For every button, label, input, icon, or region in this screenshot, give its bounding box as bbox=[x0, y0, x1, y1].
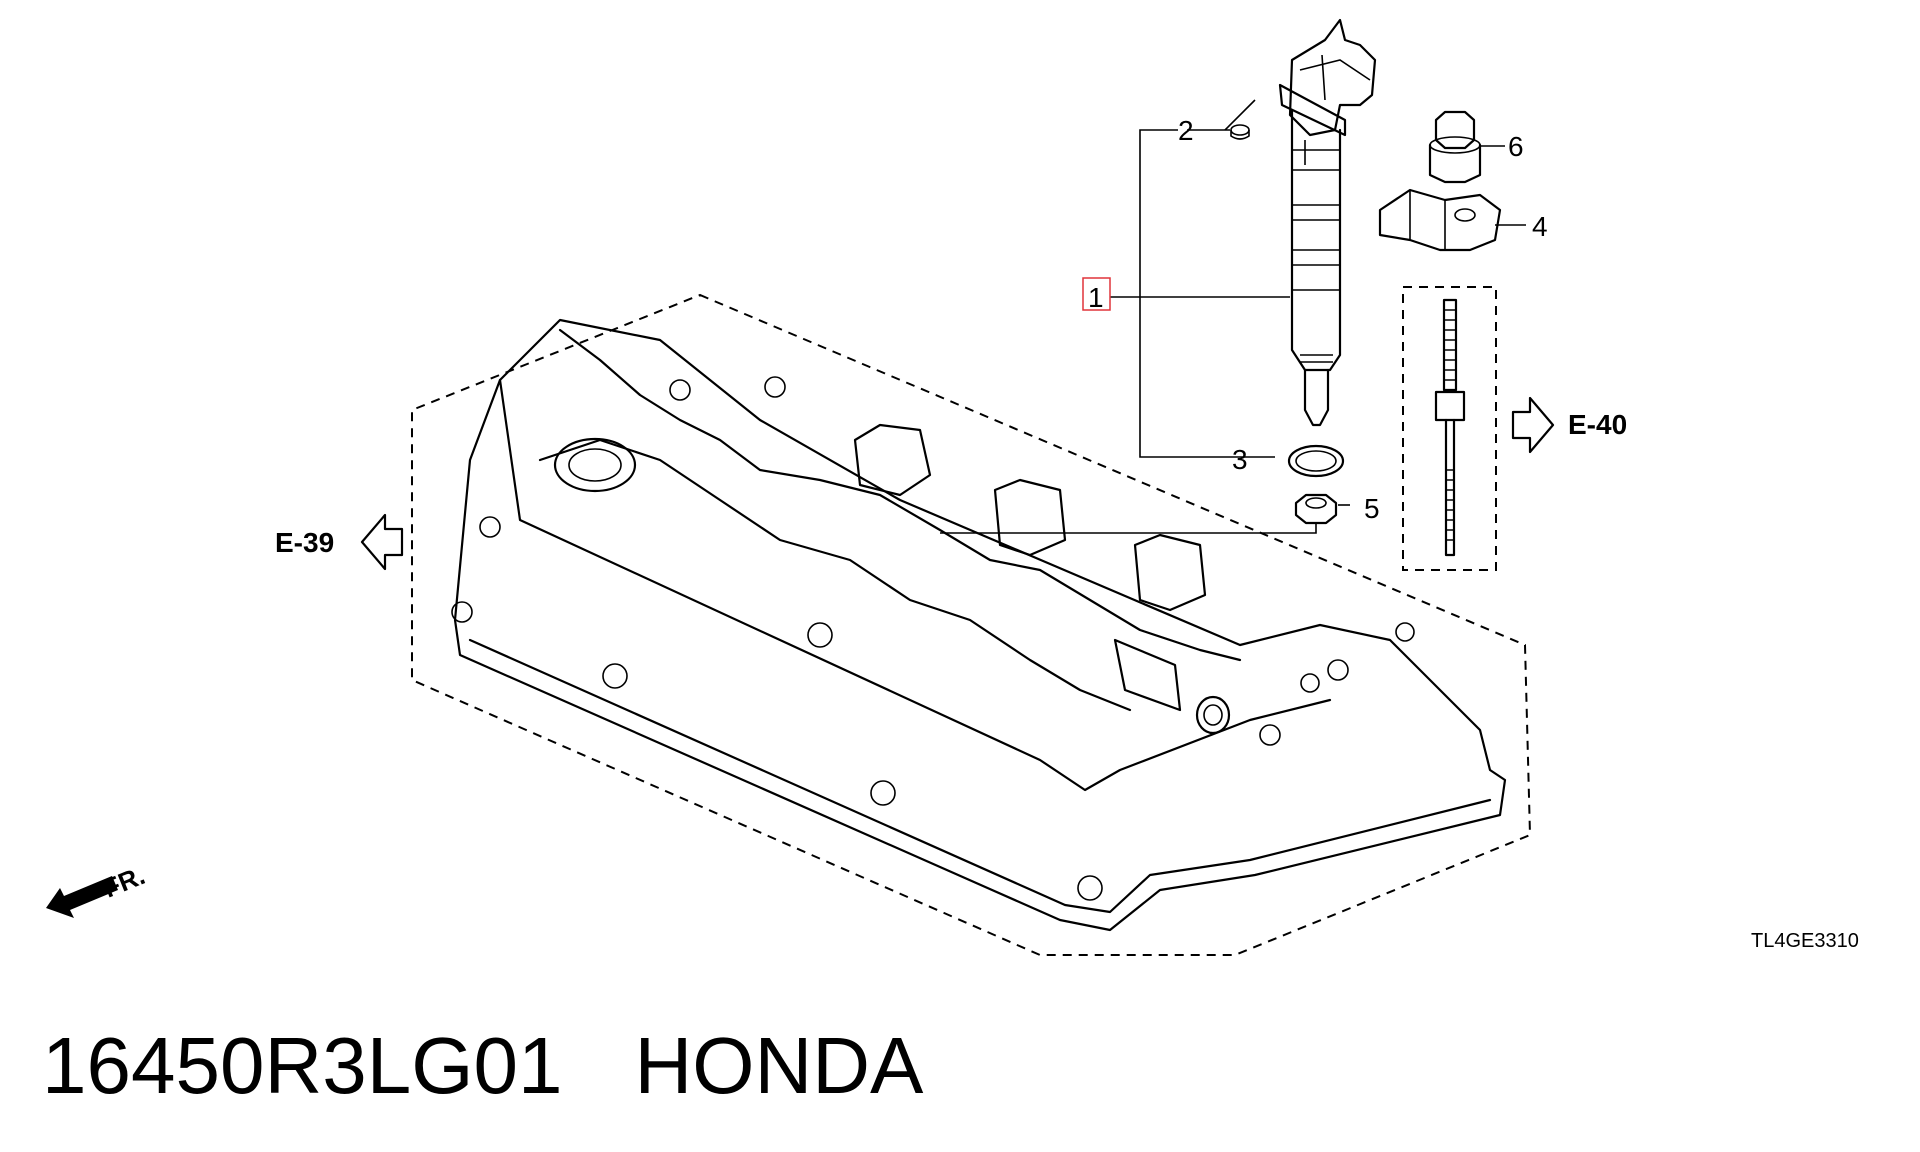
seal-part-2 bbox=[1230, 124, 1250, 140]
reference-right-label: E-40 bbox=[1568, 409, 1627, 440]
clamp-part-4 bbox=[1378, 188, 1502, 252]
leader-lines bbox=[940, 99, 1526, 534]
o-ring-part-3 bbox=[1287, 444, 1345, 478]
callout-6: 6 bbox=[1508, 131, 1524, 162]
reference-left-label: E-39 bbox=[275, 527, 334, 558]
highlight-box bbox=[1082, 277, 1111, 311]
bolt-part-6 bbox=[1428, 110, 1482, 184]
callout-5: 5 bbox=[1364, 493, 1380, 524]
valve-cover bbox=[451, 318, 1507, 932]
front-indicator: FR. bbox=[46, 860, 149, 918]
callout-3: 3 bbox=[1232, 444, 1248, 475]
callout-1: 1 bbox=[1088, 282, 1104, 313]
arrow-right-icon bbox=[1511, 396, 1555, 454]
arrow-left-icon bbox=[360, 513, 404, 571]
footer: 16450R3LG01 HONDA bbox=[42, 1020, 923, 1112]
bolt-boss-group bbox=[451, 376, 1415, 901]
fuel-injector bbox=[1278, 18, 1377, 427]
reference-right: E-40 bbox=[1511, 396, 1627, 454]
callout-4: 4 bbox=[1532, 211, 1548, 242]
cover-group-boundary bbox=[411, 293, 1532, 956]
front-label: FR. bbox=[99, 860, 149, 904]
stud-bolt bbox=[1402, 286, 1497, 571]
washer-part-5 bbox=[1294, 493, 1338, 525]
reference-left: E-39 bbox=[275, 513, 404, 571]
brand-name: HONDA bbox=[634, 1021, 924, 1110]
callout-2: 2 bbox=[1178, 115, 1194, 146]
front-arrow-icon bbox=[46, 876, 118, 918]
part-number: 16450R3LG01 bbox=[42, 1021, 563, 1110]
diagram-code: TL4GE3310 bbox=[1751, 930, 1859, 952]
